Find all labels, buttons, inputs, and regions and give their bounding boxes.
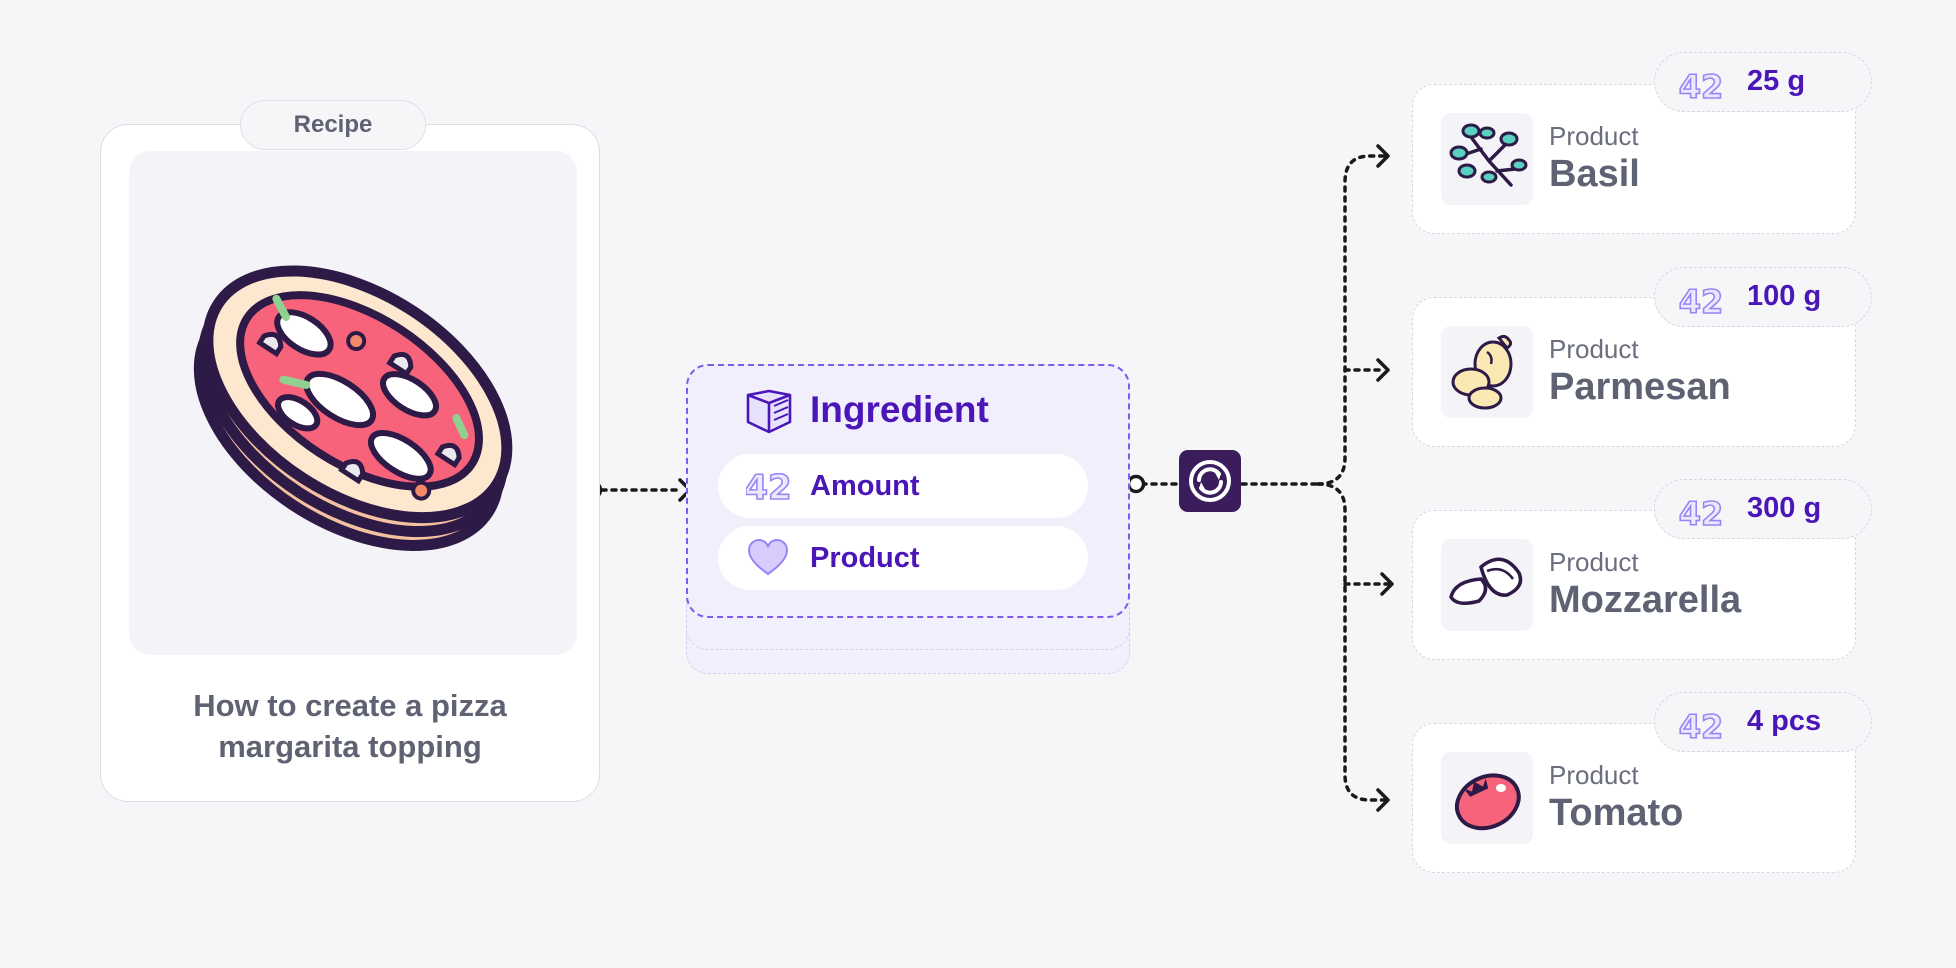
sync-button[interactable] xyxy=(1179,450,1241,512)
number-42-icon: 42 xyxy=(1678,282,1724,323)
recipe-card[interactable]: How to create a pizza margarita topping xyxy=(100,124,600,802)
recipe-tag: Recipe xyxy=(240,100,426,150)
recipe-caption-line-2: margarita topping xyxy=(218,729,482,764)
number-42-icon: 42 xyxy=(744,466,793,511)
basil-icon xyxy=(1441,113,1533,205)
product-kind-label: Product xyxy=(1549,547,1639,577)
product-name: Mozzarella xyxy=(1549,579,1742,621)
product-kind-label: Product xyxy=(1549,334,1639,364)
product-kind-label: Product xyxy=(1549,760,1639,790)
product-name: Tomato xyxy=(1549,792,1684,834)
quantity-badge-basil: 42 25 g xyxy=(1654,52,1872,112)
svg-text:42: 42 xyxy=(1679,68,1723,103)
product-kind-label: Product xyxy=(1549,121,1639,151)
recipe-caption-line-1: How to create a pizza xyxy=(193,688,507,723)
quantity-value: 300 g xyxy=(1747,492,1822,524)
ingredient-title: Ingredient xyxy=(810,389,989,430)
box-icon xyxy=(744,386,794,441)
product-name: Basil xyxy=(1549,153,1640,195)
number-42-icon: 42 xyxy=(1678,494,1724,535)
svg-text:42: 42 xyxy=(746,468,790,506)
mozzarella-icon xyxy=(1441,539,1533,631)
heart-icon xyxy=(746,538,790,583)
ingredient-card[interactable]: Ingredient 42 Amount Product xyxy=(686,364,1130,618)
recipe-caption: How to create a pizza margarita topping xyxy=(101,685,599,767)
ingredient-field-amount-label: Amount xyxy=(810,470,920,502)
number-42-icon: 42 xyxy=(1678,707,1724,748)
ingredient-field-product-label: Product xyxy=(810,542,920,574)
quantity-badge-tomato: 42 4 pcs xyxy=(1654,692,1872,752)
ingredient-field-amount[interactable]: 42 Amount xyxy=(718,454,1088,518)
tomato-icon xyxy=(1441,752,1533,844)
ingredient-field-product[interactable]: Product xyxy=(718,526,1088,590)
pizza-illustration xyxy=(129,151,577,655)
number-42-icon: 42 xyxy=(1678,67,1724,108)
quantity-value: 4 pcs xyxy=(1747,705,1822,737)
quantity-badge-parmesan: 42 100 g xyxy=(1654,267,1872,327)
quantity-badge-mozzarella: 42 300 g xyxy=(1654,479,1872,539)
parmesan-icon xyxy=(1441,326,1533,418)
quantity-value: 25 g xyxy=(1747,65,1806,97)
product-name: Parmesan xyxy=(1549,366,1731,408)
svg-text:42: 42 xyxy=(1679,708,1723,743)
svg-text:42: 42 xyxy=(1679,283,1723,318)
svg-text:42: 42 xyxy=(1679,495,1723,530)
sync-icon xyxy=(1189,460,1231,502)
quantity-value: 100 g xyxy=(1747,280,1822,312)
